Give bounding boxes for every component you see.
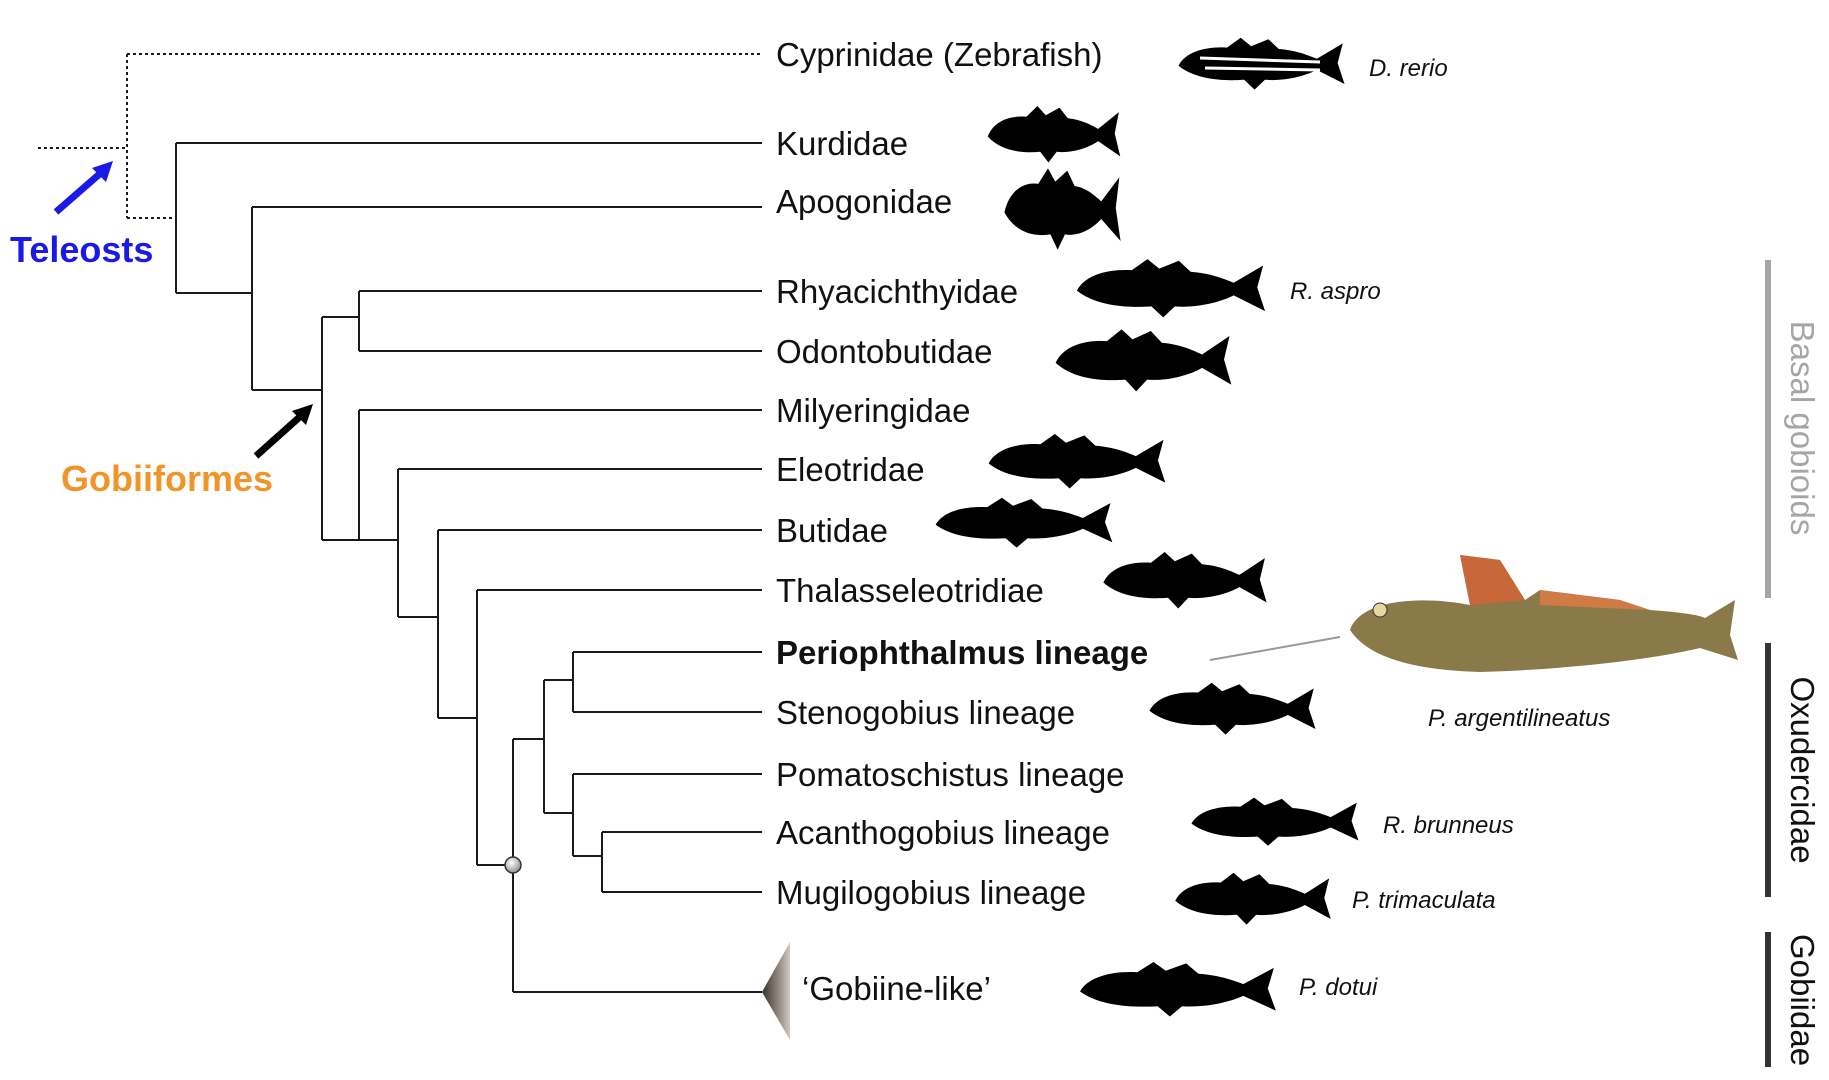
- basal-gobioids-bar: [1765, 260, 1771, 598]
- oxudercidae-bar: [1765, 643, 1771, 897]
- thalasseleotridiae-silhouette-icon: [1103, 552, 1267, 609]
- mugilogobius-silhouette-icon: [1175, 872, 1331, 925]
- taxon-label: Acanthogobius lineage: [776, 814, 1110, 851]
- taxon-label: Butidae: [776, 512, 888, 549]
- species-label: P. trimaculata: [1352, 887, 1496, 914]
- species-label: P. argentilineatus: [1428, 705, 1610, 732]
- photo-connector-line: [1209, 636, 1341, 661]
- fish-silhouettes: [935, 37, 1359, 1017]
- node-marker: [504, 856, 522, 874]
- taxon-label: Mugilogobius lineage: [776, 874, 1086, 911]
- taxon-label: Milyeringidae: [776, 392, 970, 429]
- species-label: R. aspro: [1290, 278, 1381, 305]
- taxon-label: Odontobutidae: [776, 333, 993, 370]
- rhyacichthyidae-silhouette-icon: [1076, 259, 1266, 318]
- gobiidae-bar: [1765, 932, 1771, 1067]
- oxudercidae-label: Oxudercidae: [1784, 676, 1821, 863]
- gobiiformes-arrow-icon: [253, 404, 313, 459]
- stenogobius-silhouette-icon: [1149, 682, 1316, 735]
- outgroup-branches: [38, 53, 762, 219]
- odontobutidae-silhouette-icon: [1055, 329, 1232, 392]
- teleosts-label: Teleosts: [10, 229, 153, 270]
- acanthogobius-silhouette-icon: [1191, 797, 1359, 846]
- taxon-label: Thalasseleotridiae: [776, 572, 1044, 609]
- zebrafish-silhouette-icon: [1178, 37, 1345, 90]
- taxon-labels: Cyprinidae (Zebrafish) Kurdidae Apogonid…: [776, 36, 1148, 1007]
- kurdidae-silhouette-icon: [987, 106, 1121, 163]
- butidae-silhouette-icon: [935, 497, 1113, 548]
- taxon-label: Cyprinidae (Zebrafish): [776, 36, 1102, 73]
- taxon-label-highlighted: Periophthalmus lineage: [776, 634, 1148, 671]
- taxon-label: ‘Gobiine-like’: [802, 970, 991, 1007]
- gobiine-silhouette-icon: [1080, 961, 1276, 1017]
- taxon-label: Eleotridae: [776, 451, 925, 488]
- basal-gobioids-label: Basal gobioids: [1784, 321, 1821, 536]
- taxon-label: Pomatoschistus lineage: [776, 756, 1125, 793]
- taxon-label: Apogonidae: [776, 183, 952, 220]
- taxon-label: Kurdidae: [776, 125, 908, 162]
- taxon-label: Stenogobius lineage: [776, 694, 1075, 731]
- gobiidae-label: Gobiidae: [1784, 934, 1821, 1066]
- tree-branches: [175, 142, 762, 993]
- apogonidae-silhouette-icon: [1004, 168, 1121, 250]
- mudskipper-photo: [1350, 555, 1738, 672]
- species-label: D. rerio: [1369, 55, 1448, 82]
- species-label: P. dotui: [1299, 974, 1378, 1001]
- eleotridae-silhouette-icon: [988, 433, 1166, 489]
- taxon-label: Rhyacichthyidae: [776, 273, 1018, 310]
- teleosts-arrow-icon: [53, 161, 113, 215]
- collapsed-clade-triangle: [762, 942, 790, 1040]
- species-label: R. brunneus: [1383, 812, 1514, 839]
- gobiiformes-label: Gobiiformes: [61, 458, 273, 499]
